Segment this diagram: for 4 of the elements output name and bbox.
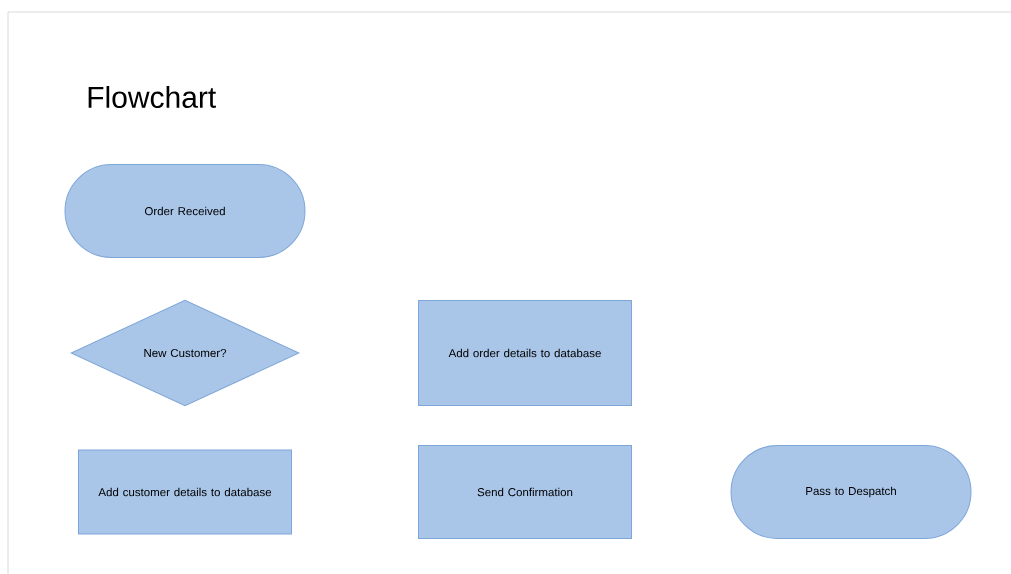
process-box: Add order details to database [418,300,632,406]
title: Flowchart [88,86,216,108]
process-box: Add customer details to database [78,449,292,535]
process-box: Send Confirmation [418,445,632,539]
